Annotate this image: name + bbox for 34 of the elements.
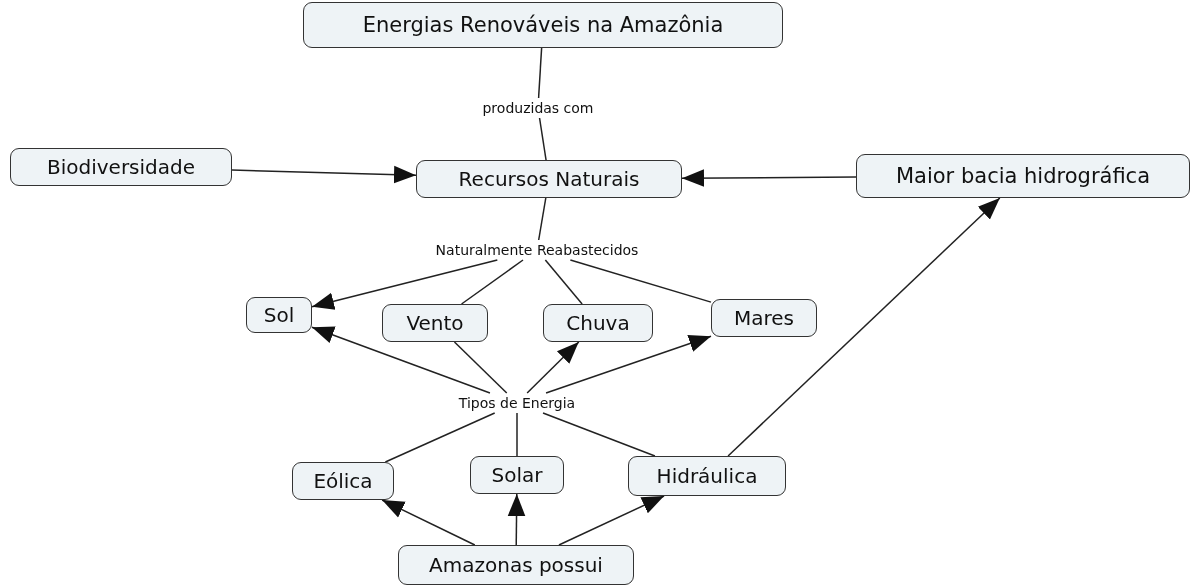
connector-line bbox=[537, 47, 543, 99]
connector-line bbox=[542, 412, 656, 457]
arrow bbox=[311, 259, 499, 310]
concept-box: Chuva bbox=[543, 304, 653, 342]
arrow bbox=[558, 495, 665, 546]
concept-box: Solar bbox=[470, 456, 564, 494]
arrow bbox=[231, 165, 417, 184]
arrow bbox=[681, 169, 857, 187]
connector-line bbox=[544, 259, 583, 305]
arrow bbox=[526, 341, 580, 394]
concept-box: Maior bacia hidrográfica bbox=[856, 154, 1190, 198]
arrow bbox=[381, 499, 476, 546]
concept-box: Energias Renováveis na Amazônia bbox=[303, 2, 783, 48]
concept-box: Eólica bbox=[292, 462, 394, 500]
concept-box: Mares bbox=[711, 299, 817, 337]
arrow bbox=[507, 493, 526, 546]
connector-line bbox=[538, 117, 547, 161]
arrow bbox=[545, 335, 712, 394]
concept-box: Recursos Naturais bbox=[416, 160, 682, 198]
concept-box: Amazonas possui bbox=[398, 545, 634, 585]
connector-line bbox=[460, 259, 524, 305]
connector-line bbox=[569, 259, 712, 303]
linking-phrase: Naturalmente Reabastecidos bbox=[433, 242, 641, 258]
arrow bbox=[311, 326, 491, 394]
connector-line bbox=[516, 412, 518, 457]
connector-line bbox=[537, 197, 547, 241]
concept-box: Vento bbox=[382, 304, 488, 342]
concept-box: Sol bbox=[246, 297, 312, 333]
arrow bbox=[727, 197, 1001, 457]
connector-line bbox=[384, 412, 496, 463]
concept-box: Biodiversidade bbox=[10, 148, 232, 186]
concept-box: Hidráulica bbox=[628, 456, 786, 496]
linking-phrase: produzidas com bbox=[480, 100, 596, 116]
connector-line bbox=[453, 341, 508, 394]
